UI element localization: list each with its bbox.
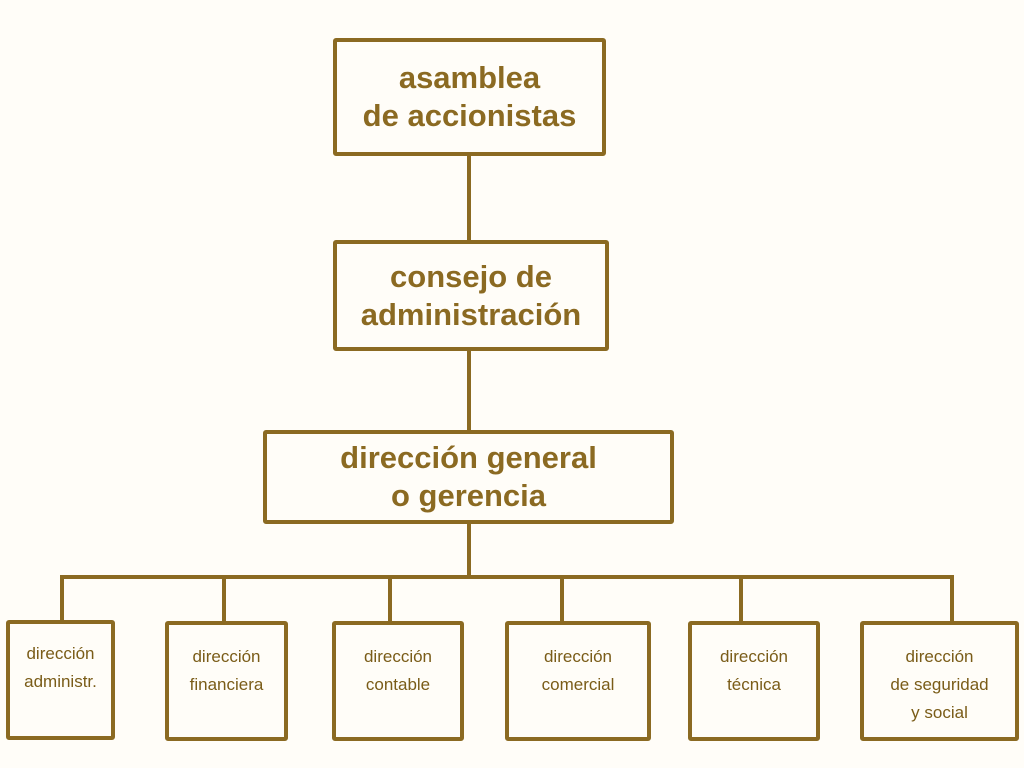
connector-asamblea-consejo — [467, 155, 471, 243]
node-label-line: de accionistas — [362, 98, 577, 133]
connector-drop-1 — [60, 575, 64, 623]
connector-drop-2 — [222, 575, 226, 624]
node-direccion-contable: dirección contable — [332, 621, 464, 741]
node-direccion-financiera: dirección financiera — [165, 621, 288, 741]
node-label-line: administración — [360, 296, 582, 332]
node-label-line: y social — [911, 703, 968, 722]
node-label-line: o gerencia — [390, 478, 547, 513]
connector-drop-5 — [739, 575, 743, 624]
node-label-line: asamblea — [398, 60, 541, 95]
node-direccion-tecnica: dirección técnica — [688, 621, 820, 741]
node-label-line: comercial — [541, 675, 615, 694]
connector-consejo-direccion — [467, 349, 471, 433]
node-label-line: consejo de — [390, 258, 552, 294]
node-label-line: dirección — [26, 644, 95, 663]
node-label-line: de seguridad — [890, 675, 989, 694]
connector-horizontal-bus — [60, 575, 954, 579]
node-label-line: dirección — [192, 647, 261, 666]
node-label-line: dirección — [543, 647, 613, 666]
node-label-line: dirección — [363, 647, 433, 666]
node-label-line: administr. — [24, 672, 97, 691]
node-direccion-comercial: dirección comercial — [505, 621, 651, 741]
node-label-line: financiera — [189, 675, 264, 694]
connector-drop-6 — [950, 575, 954, 624]
node-label-line: contable — [365, 675, 431, 694]
connector-drop-4 — [560, 575, 564, 624]
node-label-line: técnica — [727, 675, 781, 694]
connector-drop-3 — [388, 575, 392, 624]
node-consejo-de-administracion: consejo de administración — [333, 240, 609, 351]
node-direccion-general: dirección general o gerencia — [263, 430, 674, 524]
node-direccion-administrativa: dirección administr. — [6, 620, 115, 740]
node-label-line: dirección — [905, 647, 974, 666]
node-label-line: dirección general — [340, 440, 597, 475]
connector-direccion-bus — [467, 522, 471, 578]
node-direccion-seguridad-y-social: dirección de seguridad y social — [860, 621, 1019, 741]
node-label-line: dirección — [719, 647, 789, 666]
node-asamblea-de-accionistas: asamblea de accionistas — [333, 38, 606, 156]
